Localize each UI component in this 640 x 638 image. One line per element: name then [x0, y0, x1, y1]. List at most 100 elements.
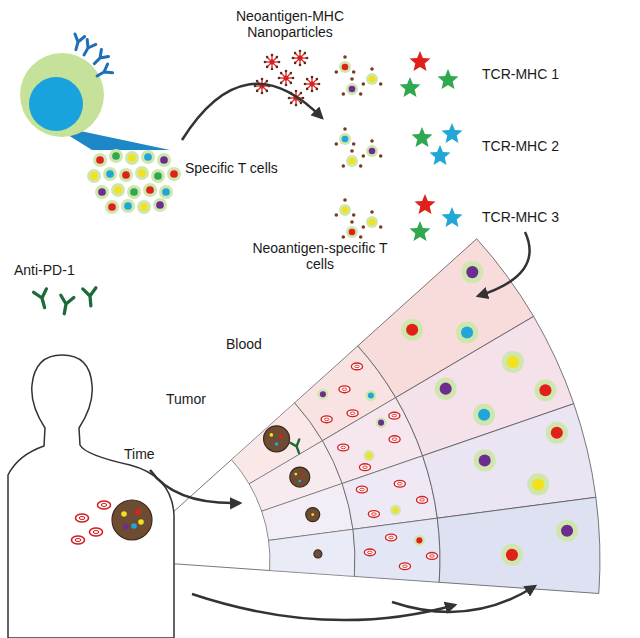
- tcr-receptor: [95, 64, 113, 80]
- spike-tip: [304, 83, 307, 86]
- antibody: [34, 289, 51, 309]
- spike-tip: [304, 62, 307, 65]
- spike-tip: [256, 90, 259, 93]
- t-cell-core: [320, 391, 326, 397]
- receptor-shape: [95, 64, 113, 80]
- t-cell-core: [154, 172, 162, 180]
- t-cell-core: [106, 170, 114, 178]
- rbc-center: [430, 555, 435, 558]
- t-cell: [143, 183, 157, 197]
- rbc-rim: [98, 501, 111, 509]
- bound-particle: [359, 235, 363, 239]
- bound-particle: [352, 70, 356, 74]
- fan-sector: [269, 529, 355, 576]
- t-cell: [157, 153, 171, 167]
- t-cell-core: [440, 383, 452, 395]
- spike-tip: [302, 97, 305, 100]
- t-cell-core: [124, 202, 132, 210]
- rbc-center: [342, 388, 347, 391]
- rbc-center: [403, 565, 408, 568]
- t-cell-core: [170, 170, 178, 178]
- rbc-center: [360, 488, 365, 491]
- tumor: [314, 550, 322, 558]
- rbc-center: [363, 466, 368, 469]
- t-cell-core: [342, 136, 349, 143]
- antibody-shape: [83, 288, 98, 307]
- spike-tip: [294, 62, 297, 65]
- t-cell-nucleus: [29, 77, 83, 131]
- red-blood-cell: [386, 534, 397, 541]
- t-cell-core: [507, 356, 519, 368]
- flow-arrow: [150, 470, 240, 503]
- t-cell: [366, 216, 378, 228]
- label: Tumor: [166, 391, 236, 407]
- star: [410, 51, 431, 71]
- t-cell-core: [156, 201, 164, 209]
- spike-tip: [295, 104, 298, 107]
- rbc-center: [420, 499, 425, 502]
- bound-particle: [379, 82, 383, 86]
- t-cell: [339, 133, 351, 145]
- red-blood-cell: [364, 549, 375, 556]
- t-cell: [346, 155, 358, 167]
- spike-tip: [300, 102, 303, 105]
- t-cell-core: [349, 158, 356, 165]
- t-cell: [93, 153, 107, 167]
- tumor-antigen: [135, 509, 141, 515]
- bound-particle: [379, 154, 383, 158]
- spike-tip: [271, 68, 274, 71]
- t-cell-core: [122, 171, 130, 179]
- t-cell: [366, 73, 378, 85]
- bound-particle: [343, 55, 347, 59]
- t-cell: [435, 378, 457, 400]
- fan-sector: [437, 497, 600, 593]
- bound-particle: [342, 235, 346, 239]
- rbc-rim: [364, 549, 375, 556]
- red-blood-cell: [338, 444, 349, 451]
- tumor-antigen: [131, 523, 137, 529]
- t-cell-core: [479, 455, 491, 467]
- rbc-center: [350, 412, 355, 415]
- rbc-center: [355, 365, 360, 368]
- red-blood-cell: [351, 363, 362, 370]
- tumor-antigen: [279, 434, 283, 438]
- bound-particle: [359, 164, 363, 168]
- t-cell-core: [108, 203, 116, 211]
- red-blood-cell: [359, 464, 370, 471]
- bound-particle: [350, 77, 354, 81]
- np-core: [270, 60, 275, 65]
- rbc-center: [75, 539, 81, 542]
- np-core: [298, 56, 303, 61]
- t-cell-core: [342, 64, 349, 71]
- bound-particle: [350, 220, 354, 224]
- label: Blood: [226, 336, 296, 352]
- rbc-center: [79, 517, 85, 520]
- t-cell: [95, 185, 109, 199]
- spike-tip: [280, 72, 283, 75]
- star: [415, 194, 436, 214]
- np-core: [284, 76, 289, 81]
- label: Specific T cells: [185, 160, 315, 176]
- star: [400, 77, 421, 97]
- spike-tip: [290, 72, 293, 75]
- bound-particle: [335, 70, 339, 74]
- spike-tip: [266, 56, 269, 59]
- label: TCR-MHC 3: [482, 209, 602, 225]
- t-cell: [125, 151, 139, 165]
- rbc-center: [392, 414, 397, 417]
- rbc-rim: [399, 563, 410, 570]
- t-cell: [121, 199, 135, 213]
- t-cell: [103, 167, 117, 181]
- t-cell-core: [506, 549, 518, 561]
- t-cell-core: [551, 427, 563, 439]
- t-cell: [346, 226, 358, 238]
- rbc-rim: [351, 363, 362, 370]
- rbc-rim: [72, 536, 85, 544]
- rbc-rim: [417, 497, 428, 504]
- t-cell-core: [146, 186, 154, 194]
- spike-tip: [278, 61, 281, 64]
- tumor-antigen: [121, 511, 127, 517]
- bound-particle: [343, 127, 347, 131]
- t-cell-core: [90, 172, 98, 180]
- red-blood-cell: [321, 416, 332, 423]
